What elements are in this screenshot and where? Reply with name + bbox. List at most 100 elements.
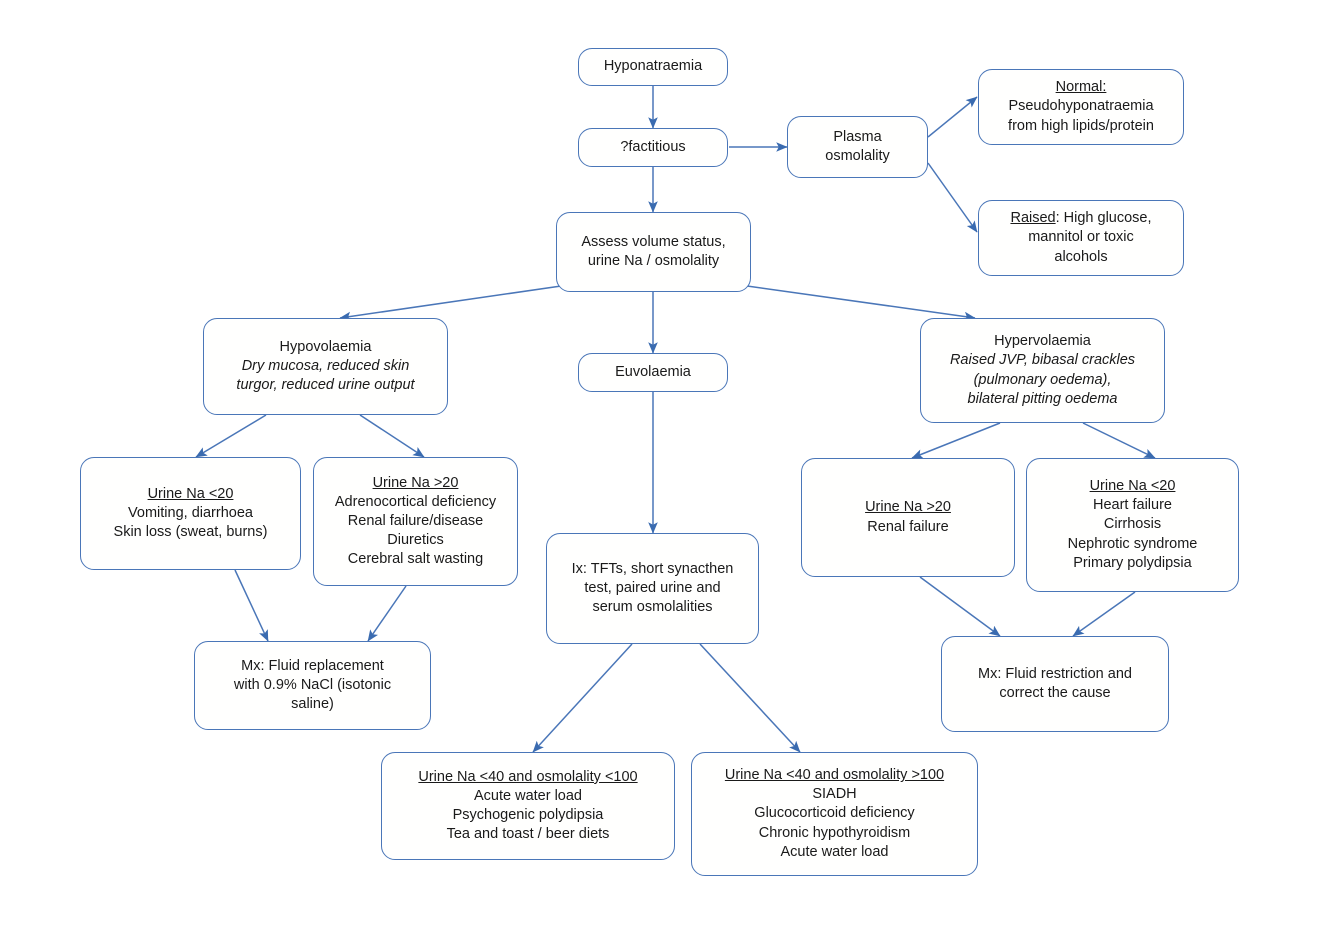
node-line: Ix: TFTs, short synacthen bbox=[571, 560, 734, 577]
node-line: Hypervolaemia bbox=[994, 333, 1091, 350]
node-line: Urine Na <40 and osmolality <100 bbox=[418, 768, 638, 785]
node-mx-fluid-restriction[interactable]: Mx: Fluid restriction and correct the cau… bbox=[941, 636, 1169, 732]
node-line: Urine Na >20 bbox=[865, 499, 951, 516]
node-line: saline) bbox=[291, 696, 334, 713]
node-raised-osmolality[interactable]: Raised: High glucose, mannitol or toxic al… bbox=[978, 200, 1184, 276]
edge-hypovolaemia-urine-na-low bbox=[195, 414, 267, 458]
node-hyponatraemia-text: Hyponatraemia bbox=[587, 57, 719, 76]
edge-hypervolaemia-urine-na-high-renal bbox=[911, 422, 1001, 459]
node-line: Acute water load bbox=[780, 843, 889, 860]
node-line: Hyponatraemia bbox=[603, 58, 703, 75]
edge-urine-na-low-mx-replacement bbox=[234, 569, 269, 642]
node-line: correct the cause bbox=[999, 685, 1111, 701]
node-line: mannitol or toxic bbox=[1028, 229, 1134, 246]
node-line: Skin loss (sweat, burns) bbox=[113, 524, 268, 541]
edge-plasma-osmolality-normal bbox=[927, 96, 978, 138]
edge-urine-na-high-mx-replacement bbox=[367, 585, 407, 642]
node-hyponatraemia[interactable]: Hyponatraemia bbox=[578, 48, 728, 86]
node-ix-tests[interactable]: Ix: TFTs, short synacthen test, paired ur… bbox=[546, 533, 759, 644]
edge-assess-volume-hypovolaemia bbox=[339, 284, 569, 322]
node-factitious-text: ?factitious bbox=[587, 138, 719, 157]
node-line: with 0.9% NaCl (isotonic bbox=[233, 676, 392, 693]
node-line: Assess volume status, bbox=[581, 233, 726, 250]
node-line: SIADH bbox=[812, 786, 857, 803]
node-euvolaemia[interactable]: Euvolaemia bbox=[578, 353, 728, 392]
node-line: ?factitious bbox=[620, 138, 686, 155]
node-line: from high lipids/protein bbox=[1008, 117, 1154, 134]
node-line: Dry mucosa, reduced skin bbox=[241, 357, 410, 374]
node-line: Raised: High glucose, bbox=[1010, 210, 1152, 227]
node-normal-text: Normal: Pseudohyponatraemia from high lipi… bbox=[987, 78, 1175, 135]
node-plasma-osmolality-text: Plasma osmolality bbox=[796, 128, 919, 166]
node-line: Urine Na >20 bbox=[372, 474, 459, 491]
node-line: Adrenocortical deficiency bbox=[334, 493, 497, 510]
edge-hypervolaemia-urine-na-low-heart bbox=[1082, 422, 1156, 459]
edge-urine-na-high-renal-mx-restriction bbox=[919, 576, 1001, 637]
node-line: Raised JVP, bibasal crackles bbox=[949, 352, 1136, 369]
edge-ix-osm-low bbox=[532, 643, 633, 753]
node-line: Acute water load bbox=[473, 787, 582, 804]
node-line: urine Na / osmolality bbox=[587, 253, 720, 269]
node-line: Plasma bbox=[833, 128, 882, 145]
node-line: Chronic hypothyroidism bbox=[758, 824, 911, 841]
node-line: bilateral pitting oedema bbox=[967, 390, 1118, 407]
node-line: Psychogenic polydipsia bbox=[452, 807, 604, 823]
node-line: Glucocorticoid deficiency bbox=[754, 805, 915, 822]
node-line: Cirrhosis bbox=[1103, 516, 1162, 533]
node-mx-fluid-replacement-text: Mx: Fluid replacement with 0.9% NaCl (iso… bbox=[203, 657, 422, 714]
node-assess-volume-status[interactable]: Assess volume status, urine Na / osmolali… bbox=[556, 212, 751, 292]
node-line: Normal: bbox=[1055, 79, 1107, 96]
node-euvolaemia-text: Euvolaemia bbox=[587, 363, 719, 382]
node-line: alcohols bbox=[1054, 248, 1108, 265]
edge-urine-na-low-heart-mx-restriction bbox=[1072, 591, 1136, 637]
node-line: Pseudohyponatraemia bbox=[1008, 98, 1154, 115]
node-line: Urine Na <20 bbox=[1089, 478, 1176, 495]
node-ix-tests-text: Ix: TFTs, short synacthen test, paired ur… bbox=[555, 560, 750, 617]
node-line: test, paired urine and bbox=[584, 579, 721, 596]
node-line: serum osmolalities bbox=[592, 599, 713, 616]
node-line: Hypovolaemia bbox=[279, 338, 372, 355]
node-line: (pulmonary oedema), bbox=[973, 371, 1112, 388]
node-mx-fluid-replacement[interactable]: Mx: Fluid replacement with 0.9% NaCl (iso… bbox=[194, 641, 431, 730]
node-line: Mx: Fluid replacement bbox=[241, 657, 384, 674]
node-line: Nephrotic syndrome bbox=[1067, 535, 1198, 552]
node-line: Renal failure bbox=[867, 518, 949, 535]
node-assess-volume-text: Assess volume status, urine Na / osmolali… bbox=[565, 233, 742, 271]
node-plasma-osmolality[interactable]: Plasma osmolality bbox=[787, 116, 928, 178]
edge-hypovolaemia-urine-na-high bbox=[359, 414, 425, 458]
node-line: Cerebral salt wasting bbox=[347, 551, 484, 568]
node-line: Mx: Fluid restriction and bbox=[978, 665, 1132, 682]
node-normal-pseudohyponatraemia[interactable]: Normal: Pseudohyponatraemia from high lipi… bbox=[978, 69, 1184, 145]
node-line: Primary polydipsia bbox=[1073, 554, 1192, 571]
node-line: turgor, reduced urine output bbox=[236, 377, 415, 394]
node-line: Urine Na <40 and osmolality >100 bbox=[724, 767, 945, 784]
node-line: Diuretics bbox=[387, 532, 444, 549]
node-mx-fluid-restriction-text: Mx: Fluid restriction and correct the cau… bbox=[950, 665, 1160, 703]
node-line: osmolality bbox=[825, 148, 890, 164]
node-line: Vomiting, diarrhoea bbox=[128, 504, 253, 521]
edge-plasma-osmolality-raised bbox=[927, 162, 978, 233]
node-line: Renal failure/disease bbox=[347, 512, 484, 529]
node-factitious[interactable]: ?factitious bbox=[578, 128, 728, 167]
node-line: Urine Na <20 bbox=[147, 485, 234, 502]
edge-ix-osm-high bbox=[699, 643, 801, 753]
node-raised-text: Raised: High glucose, mannitol or toxic al… bbox=[987, 209, 1175, 266]
node-line: Euvolaemia bbox=[615, 363, 691, 380]
edge-assess-volume-hypervolaemia bbox=[739, 284, 976, 322]
